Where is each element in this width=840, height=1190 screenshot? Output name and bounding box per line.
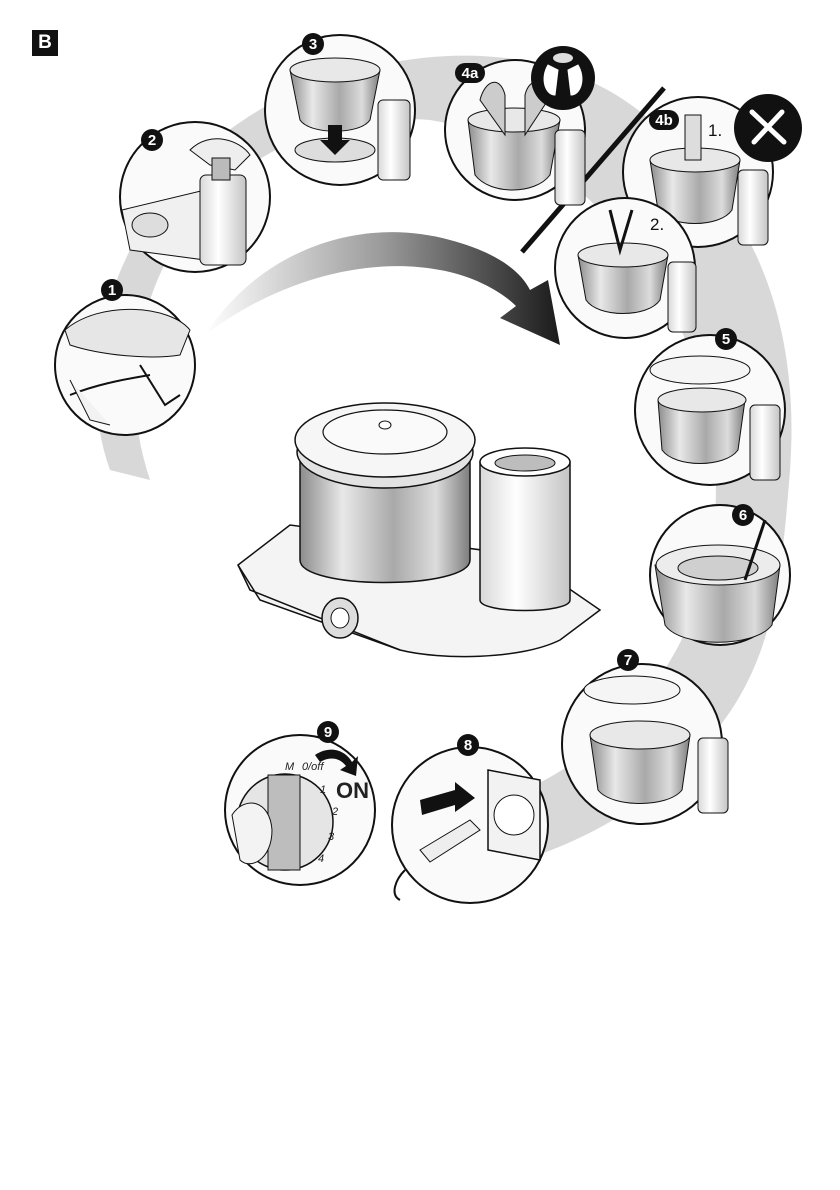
step-1-label: 1 xyxy=(108,282,116,299)
substep-2-label: 2. xyxy=(650,215,664,234)
step-8-circle xyxy=(392,747,548,903)
kitchen-mixer-illustration xyxy=(238,403,600,657)
step-2-label: 2 xyxy=(148,132,156,149)
curved-arrow xyxy=(205,232,560,345)
step-7-label: 7 xyxy=(624,652,632,669)
step-3-label: 3 xyxy=(309,36,317,53)
dial-on-label: ON xyxy=(336,778,369,803)
dial-position-m: M xyxy=(285,761,295,773)
dial-position-1: 1 xyxy=(320,784,326,796)
dial-position-2: 2 xyxy=(331,806,338,818)
substep-1-label: 1. xyxy=(708,121,722,140)
step-1-circle xyxy=(55,295,195,435)
dial-position-off: 0/off xyxy=(302,761,324,773)
step-6-label: 6 xyxy=(739,507,747,524)
step-4b-part2-circle xyxy=(555,198,696,338)
step-6-circle xyxy=(650,505,790,645)
dial-position-3: 3 xyxy=(328,831,335,843)
step-4b-label: 4b xyxy=(655,112,673,129)
step-5-circle xyxy=(635,335,785,485)
step-4a-label: 4a xyxy=(462,65,479,82)
dial-position-4: 4 xyxy=(318,853,324,865)
step-5-label: 5 xyxy=(722,331,730,348)
step-9-label: 9 xyxy=(324,724,332,741)
step-3-circle xyxy=(265,35,415,185)
step-9-circle xyxy=(225,735,375,885)
step-8-label: 8 xyxy=(464,737,472,754)
